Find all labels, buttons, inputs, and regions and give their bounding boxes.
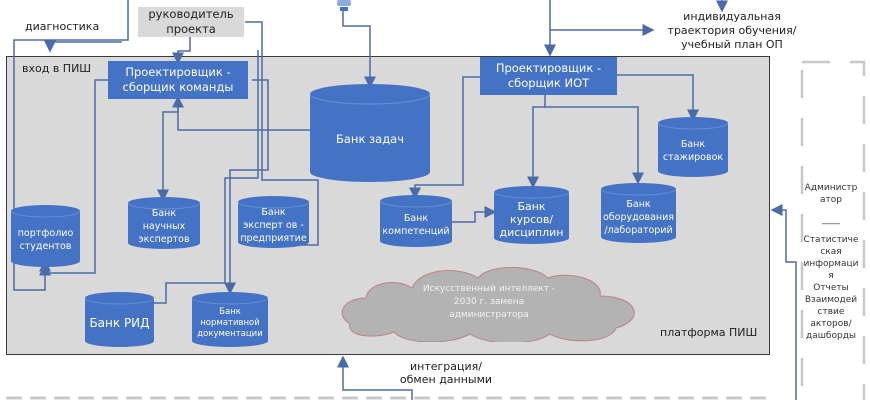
- trajectory-label: индивидуальная траектория обучения/ учеб…: [667, 10, 797, 51]
- project-lead-box[interactable]: руководитель проекта: [138, 7, 244, 37]
- bank-sci-experts[interactable]: Банк научных экспертов: [128, 197, 200, 249]
- iot-designer-box[interactable]: Проектировщик - сборщик ИОТ: [480, 57, 617, 95]
- bank-competencies-label: Банк компетенций: [382, 212, 450, 237]
- bank-ent-experts-label: Банк эксперт ов - предприятие: [240, 207, 307, 245]
- stats-label: Статистиче ская информаци я: [803, 235, 859, 281]
- bank-normative[interactable]: Банк нормативной документации: [192, 292, 268, 347]
- ai-cloud[interactable]: Искусственный интеллект - 2030 г. замена…: [338, 262, 640, 342]
- connector-diagnostics: [44, 40, 122, 53]
- cylinder-icon: [238, 196, 309, 248]
- lightbulb-icon: [337, 0, 351, 11]
- integration-label: интеграция/обмен данными: [399, 360, 493, 386]
- bank-ent-experts[interactable]: Банк эксперт ов - предприятие: [238, 196, 309, 248]
- bank-internships[interactable]: Банк стажировок: [658, 117, 728, 177]
- bank-internships-label: Банк стажировок: [662, 139, 724, 164]
- entry-label: вход в ПИШ: [22, 62, 92, 75]
- bank-competencies[interactable]: Банк компетенций: [380, 195, 452, 247]
- bank-portfolio-label: портфолио студентов: [17, 228, 74, 253]
- team-designer-box[interactable]: Проектировщик - сборщик команды: [108, 61, 248, 99]
- admin-label: Администр атор: [804, 183, 858, 205]
- cylinder-icon: [601, 183, 676, 243]
- cylinder-icon: [85, 292, 154, 347]
- bank-courses[interactable]: Банк курсов/ дисциплин: [494, 186, 569, 244]
- cylinder-icon: [128, 197, 200, 249]
- bank-rid[interactable]: Банк РИД: [85, 292, 154, 347]
- project-lead-label: руководитель проекта: [148, 7, 234, 36]
- bank-rid-label: Банк РИД: [89, 315, 150, 330]
- bank-normative-label: Банк нормативной документации: [197, 306, 263, 339]
- diagnostics-label: диагностика: [25, 20, 100, 33]
- bank-equipment[interactable]: Банк оборудования /лабораторий: [601, 183, 676, 243]
- bank-courses-label: Банк курсов/ дисциплин: [499, 199, 564, 239]
- bank-equipment-label: Банк оборудования /лабораторий: [602, 198, 675, 236]
- cloud-icon: [341, 267, 635, 342]
- iot-designer-label: Проектировщик - сборщик ИОТ: [495, 61, 602, 90]
- panel-divider: ____: [822, 215, 840, 225]
- cylinder-icon: [310, 84, 430, 182]
- connector-admin-to-platform: [770, 204, 797, 400]
- cylinder-icon: [380, 195, 452, 247]
- cylinder-icon: [494, 186, 569, 244]
- cylinder-icon: [192, 292, 268, 347]
- cylinder-icon: [11, 205, 80, 267]
- reports-label: Отчеты Взаимодей ствие акторов/ дашборды: [804, 283, 858, 341]
- bank-sci-experts-label: Банк научных экспертов: [138, 208, 190, 246]
- bank-portfolio[interactable]: портфолио студентов: [11, 205, 80, 267]
- bank-tasks[interactable]: Банк задач: [310, 84, 430, 182]
- bank-tasks-label: Банк задач: [335, 132, 404, 147]
- team-designer-label: Проектировщик - сборщик команды: [122, 65, 234, 94]
- cylinder-icon: [658, 117, 728, 177]
- platform-title: платформа ПИШ: [660, 326, 758, 339]
- ai-cloud-label: Искусственный интеллект - 2030 г. замена…: [422, 283, 556, 320]
- right-dashed-panel: [800, 60, 866, 400]
